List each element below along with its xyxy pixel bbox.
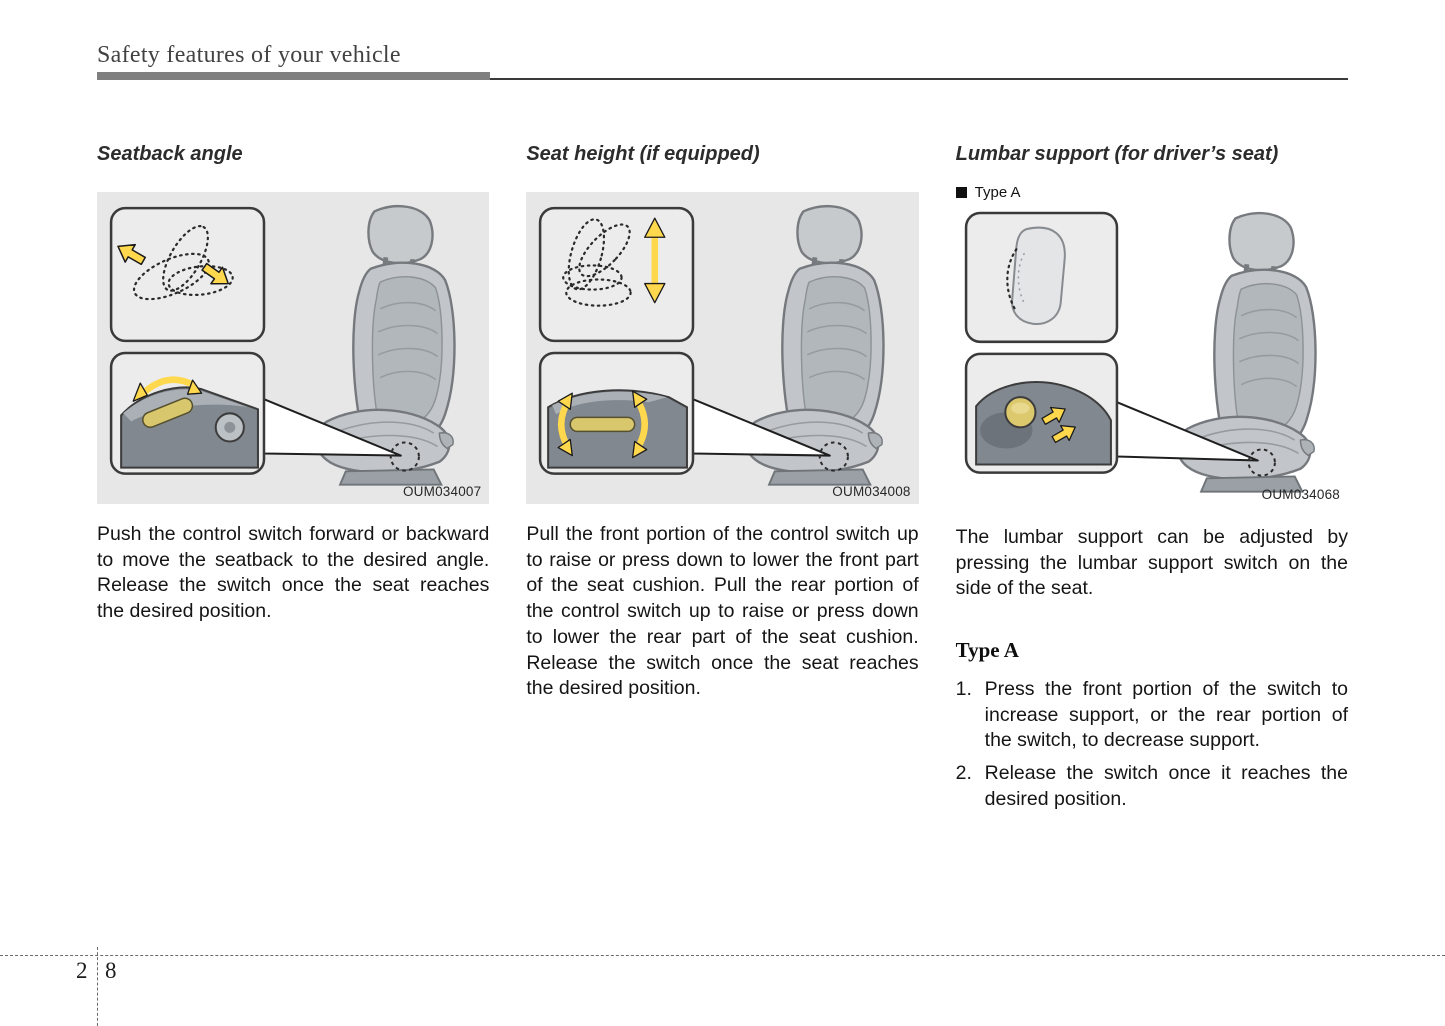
switch-location-marker xyxy=(819,441,850,472)
step-number: 2. xyxy=(955,762,972,785)
page-title: Safety features of your vehicle xyxy=(97,42,401,68)
content-columns: Seatback angle xyxy=(97,142,1348,820)
seatback-positions-diagram xyxy=(109,206,266,343)
header-rule xyxy=(97,72,1348,80)
subheading-type-a: Type A xyxy=(955,638,1019,662)
section-heading: Seatback angle xyxy=(97,143,243,165)
header-rule-bar xyxy=(97,72,490,80)
figure-code: OUM034007 xyxy=(402,483,482,499)
footer-dashed-line xyxy=(0,955,1445,956)
step-text: Release the switch once it reaches the d… xyxy=(984,762,1348,810)
section-lumbar-support: Lumbar support (for driver’s seat) Type … xyxy=(955,142,1348,820)
figure-seatback-angle: OUM034007 xyxy=(97,192,490,504)
rear-lift-arrow-icon xyxy=(632,390,649,459)
height-switch-diagram xyxy=(539,351,695,475)
figure-code: OUM034068 xyxy=(1261,486,1340,502)
height-up-down-arrow-icon xyxy=(644,217,666,304)
chapter-number: 2 xyxy=(76,958,88,983)
footer-vertical-divider xyxy=(97,947,98,1026)
lumbar-support-graphic xyxy=(964,205,1348,507)
switch-location-marker xyxy=(389,441,420,472)
step-item: 1. Press the front portion of the switch… xyxy=(956,677,1348,754)
figure-lumbar-support: OUM034068 xyxy=(956,205,1348,507)
steps-list: 1. Press the front portion of the switch… xyxy=(956,677,1348,813)
step-item: 2. Release the switch once it reaches th… xyxy=(956,761,1348,812)
step-text: Press the front portion of the switch to… xyxy=(984,678,1348,752)
front-lift-arrow-icon xyxy=(557,392,574,457)
body-text-lumbar-support: The lumbar support can be adjusted by pr… xyxy=(955,525,1348,600)
recline-switch-diagram xyxy=(109,351,266,475)
body-text-seatback-angle: Push the control switch forward or backw… xyxy=(97,522,490,623)
page-number: 8 xyxy=(105,958,117,983)
body-text-seat-height: Pull the front portion of the control sw… xyxy=(526,522,919,700)
lumbar-pad-diagram xyxy=(964,211,1118,344)
seat-height-diagram xyxy=(539,206,695,343)
type-a-marker-icon xyxy=(955,187,967,198)
step-number: 1. xyxy=(955,678,972,700)
figure-code: OUM034008 xyxy=(832,483,911,499)
section-seatback-angle: Seatback angle xyxy=(97,142,490,820)
figure-seat-height: OUM034008 xyxy=(526,192,919,504)
type-a-label-row: Type A xyxy=(955,184,1348,201)
type-a-label: Type A xyxy=(974,184,1021,201)
seatback-angle-graphic xyxy=(109,192,489,504)
section-heading: Lumbar support (for driver’s seat) xyxy=(955,143,1279,165)
section-heading: Seat height (if equipped) xyxy=(526,143,760,165)
seat-height-graphic xyxy=(539,192,918,504)
section-seat-height: Seat height (if equipped) xyxy=(526,142,919,820)
lumbar-switch-diagram xyxy=(964,352,1118,474)
